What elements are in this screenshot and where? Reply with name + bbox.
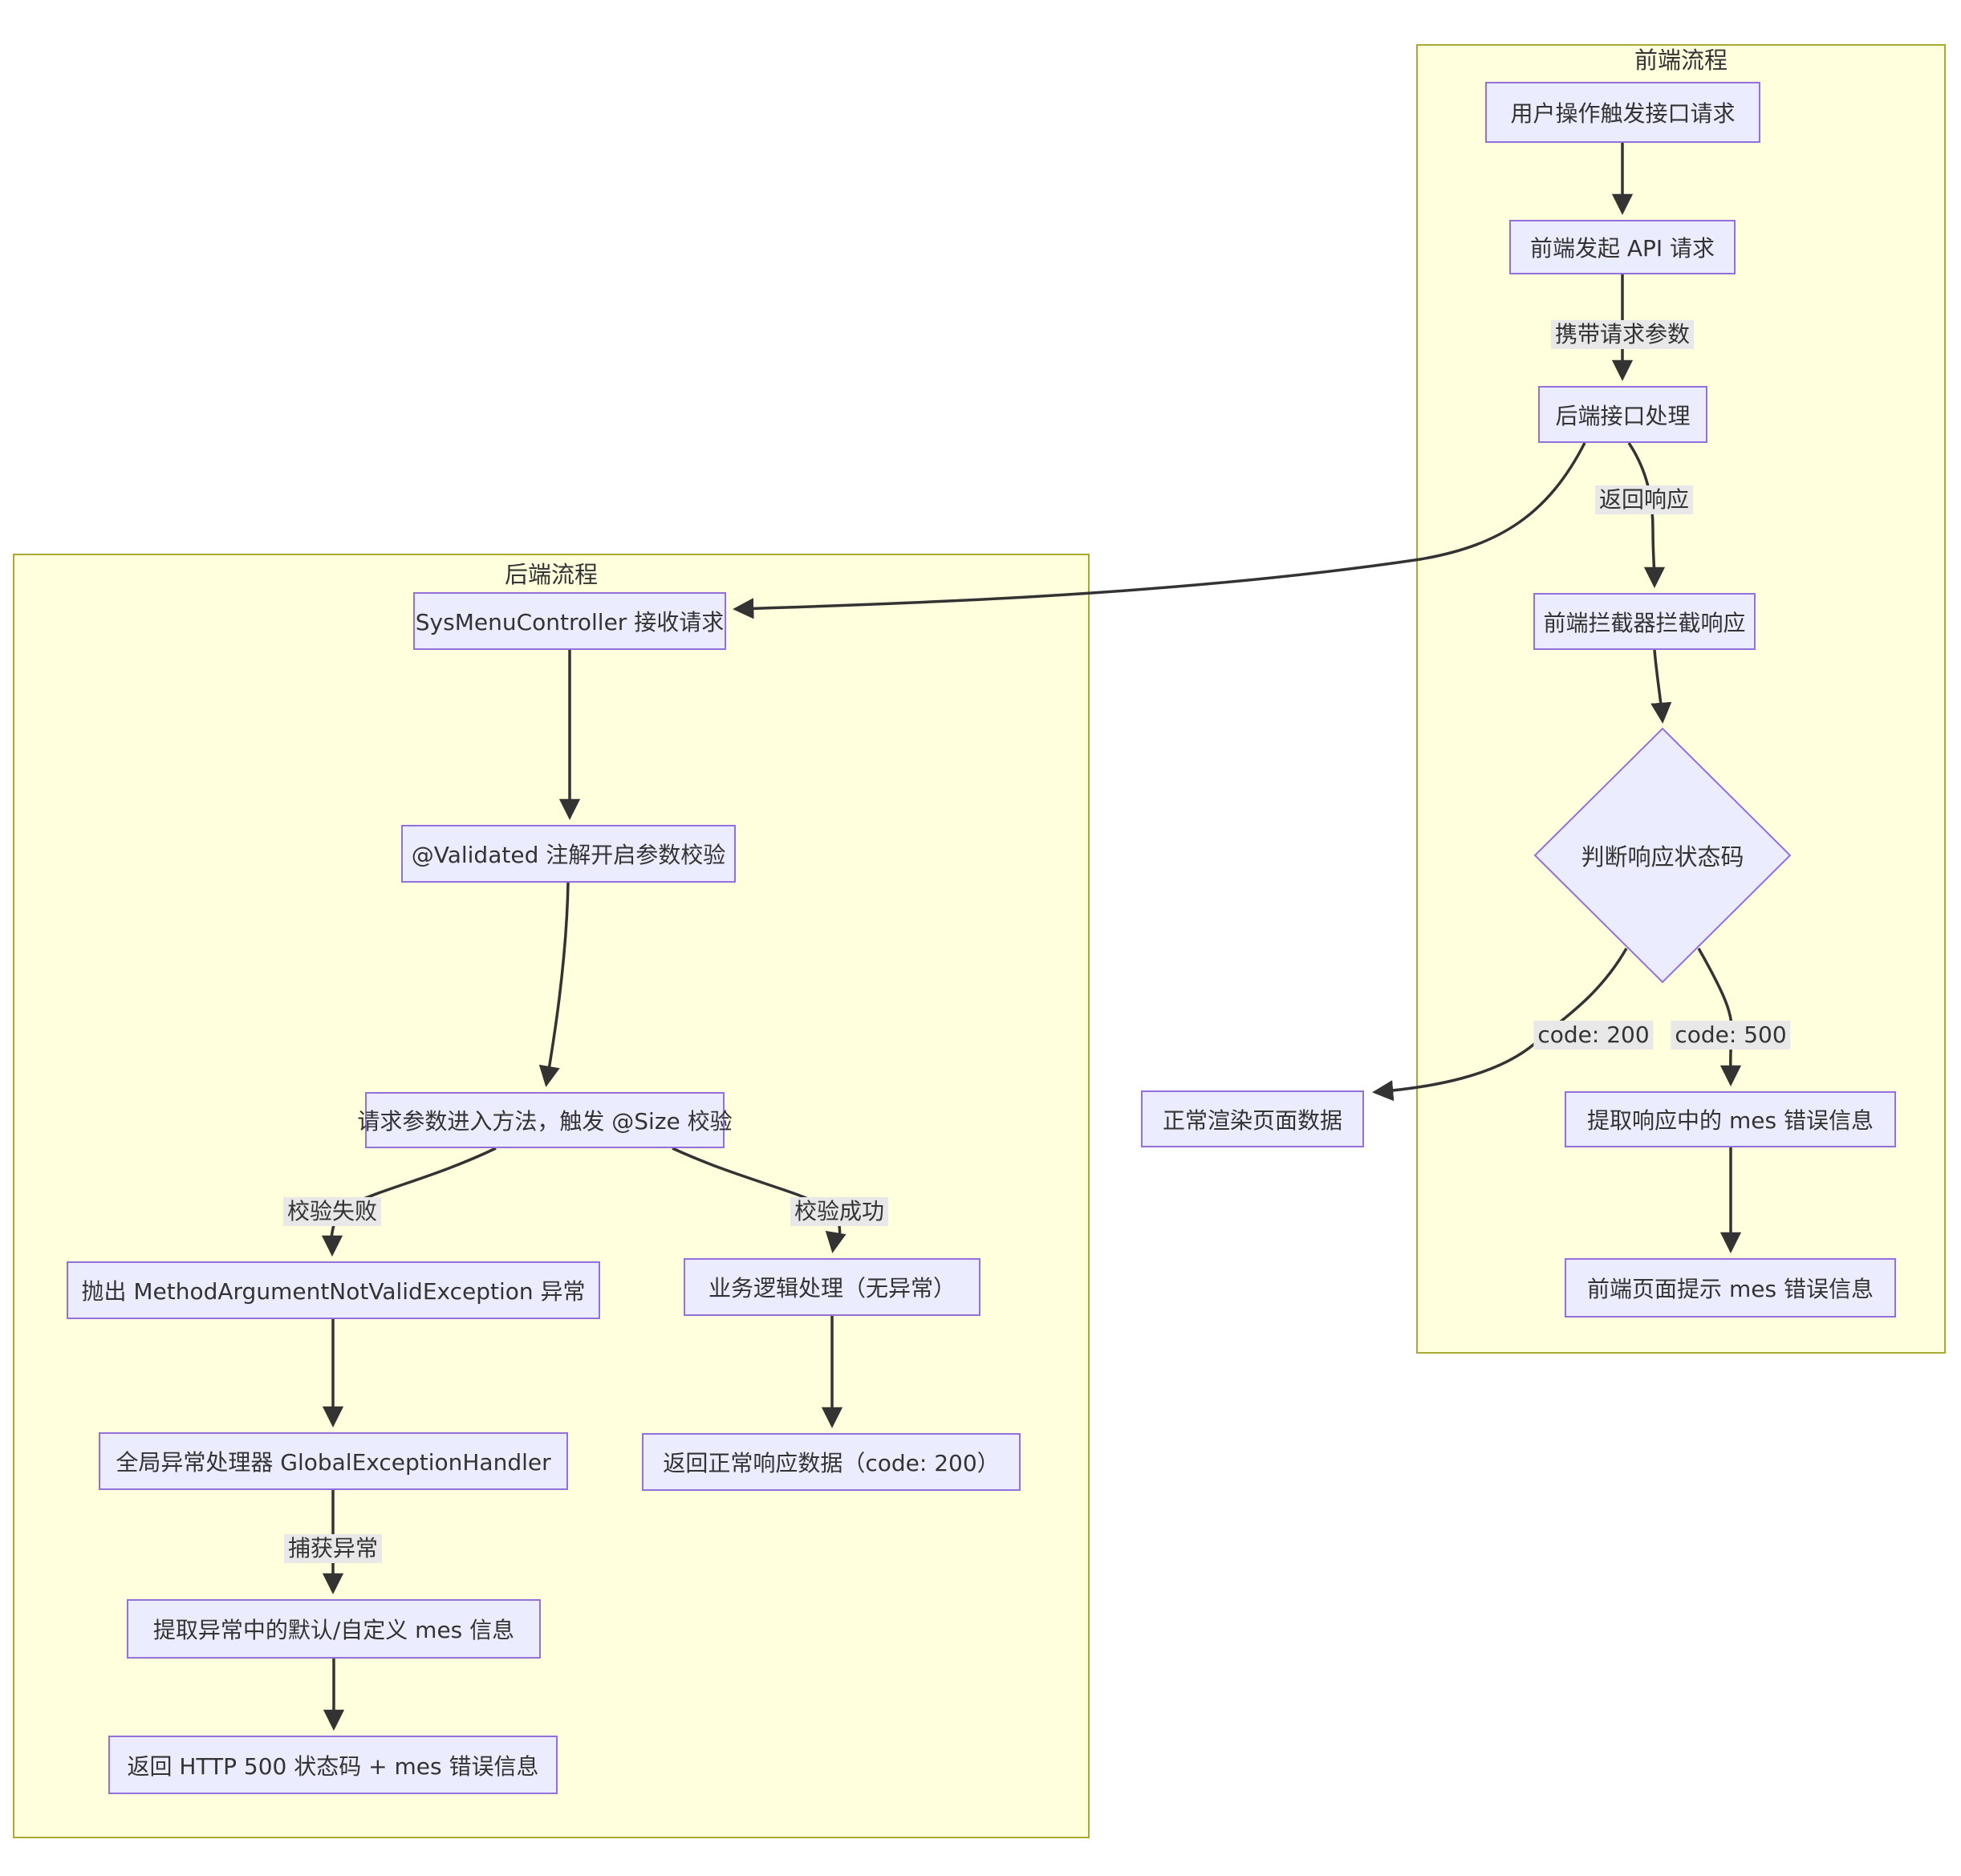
node-controller: SysMenuController 接收请求: [413, 592, 726, 650]
frontend-cluster-title: 前端流程: [1634, 47, 1728, 74]
node-user-action: 用户操作触发接口请求: [1485, 82, 1760, 143]
edge-label-code-200: code: 200: [1533, 1021, 1654, 1050]
node-judge-code-label: 判断响应状态码: [1581, 843, 1744, 871]
edge-label-catch-exception: 捕获异常: [283, 1534, 383, 1563]
node-return-200: 返回正常响应数据（code: 200）: [642, 1433, 1021, 1491]
edge-label-return-response: 返回响应: [1594, 485, 1694, 514]
node-extract-ex-mes: 提取异常中的默认/自定义 mes 信息: [127, 1599, 541, 1659]
node-render-page: 正常渲染页面数据: [1141, 1090, 1364, 1147]
node-fe-interceptor: 前端拦截器拦截响应: [1533, 593, 1756, 650]
node-validated: @Validated 注解开启参数校验: [401, 825, 736, 883]
node-show-mes: 前端页面提示 mes 错误信息: [1565, 1258, 1896, 1318]
node-biz-logic: 业务逻辑处理（无异常）: [684, 1258, 980, 1316]
edge-label-carry-params: 携带请求参数: [1550, 320, 1695, 349]
node-be-api-handle: 后端接口处理: [1538, 386, 1707, 443]
node-throw-ex: 抛出 MethodArgumentNotValidException 异常: [67, 1261, 600, 1319]
node-global-handler: 全局异常处理器 GlobalExceptionHandler: [99, 1432, 568, 1490]
node-size-check: 请求参数进入方法，触发 @Size 校验: [357, 1092, 733, 1148]
backend-cluster-title: 后端流程: [504, 561, 599, 588]
node-return-500: 返回 HTTP 500 状态码 + mes 错误信息: [108, 1736, 558, 1794]
edge-label-code-500: code: 500: [1671, 1021, 1791, 1050]
node-extract-mes: 提取响应中的 mes 错误信息: [1565, 1091, 1896, 1147]
edge-label-validate-fail: 校验失败: [282, 1197, 382, 1226]
edge-label-validate-success: 校验成功: [790, 1197, 889, 1226]
node-fe-api-request: 前端发起 API 请求: [1509, 220, 1736, 274]
